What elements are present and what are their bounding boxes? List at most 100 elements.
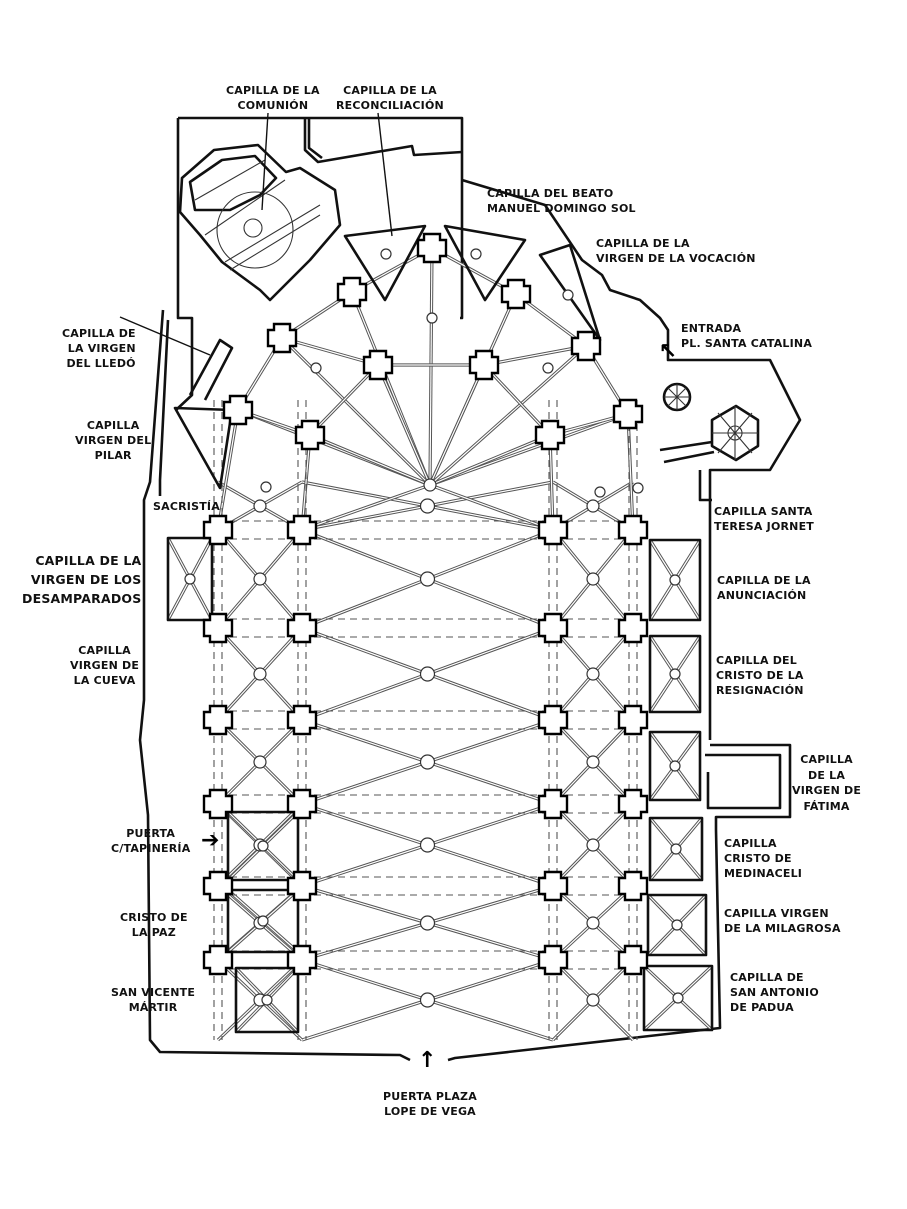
keystone	[586, 993, 600, 1007]
pier	[202, 870, 234, 902]
keystone	[562, 289, 574, 301]
label-capilla-pilar: CAPILLA VIRGEN DEL PILAR	[75, 418, 151, 463]
pier	[537, 612, 569, 644]
pier	[286, 704, 318, 736]
vault-rib-inner	[549, 434, 554, 531]
label-puerta-tapineria: PUERTA C/TAPINERÍA	[111, 826, 190, 856]
keystone	[586, 916, 600, 930]
label-capilla-resignacion: CAPILLA DEL CRISTO DE LA RESIGNACIÓN	[716, 653, 804, 698]
label-line: DE LA MILAGROSA	[724, 922, 841, 935]
piers	[202, 232, 649, 976]
vault-rib-inner	[429, 364, 485, 486]
keystone	[594, 486, 606, 498]
keystone	[419, 754, 436, 770]
keystone	[419, 666, 436, 682]
chapel-bay	[648, 538, 702, 622]
label-line: SAN ANTONIO	[730, 986, 819, 999]
label-line: DESAMPARADOS	[22, 591, 142, 606]
apse-chapel	[443, 224, 527, 302]
vault-rib-inner	[429, 413, 629, 486]
label-capilla-lledo: CAPILLA DE LA VIRGEN DEL LLEDÓ	[62, 326, 136, 371]
label-capilla-cueva: CAPILLA VIRGEN DE LA CUEVA	[70, 643, 139, 688]
keystone	[586, 838, 600, 852]
keystone	[253, 667, 267, 681]
vault-rib-inner	[217, 409, 239, 531]
chapel-bays	[166, 224, 714, 1034]
pier	[537, 514, 569, 546]
label-line: CAPILLA	[86, 419, 140, 432]
keystone	[419, 915, 436, 931]
label-line: CRISTO DE	[724, 852, 792, 865]
label-line: DEL LLEDÓ	[66, 357, 136, 370]
keystone	[253, 755, 267, 769]
label-line: CAPILLA DE	[730, 971, 804, 984]
chapel-bay	[226, 888, 300, 954]
keystone	[419, 571, 436, 587]
keystone	[423, 478, 437, 492]
label-line: DE PADUA	[730, 1001, 794, 1014]
keystone	[669, 760, 681, 772]
label-line: CAPILLA DEL BEATO	[487, 187, 614, 200]
label-capilla-desamparados: CAPILLA DE LA VIRGEN DE LOS DESAMPARADOS	[22, 551, 141, 608]
keystone	[632, 482, 644, 494]
keystone	[669, 668, 681, 680]
label-line: C/TAPINERÍA	[111, 842, 191, 855]
pier	[202, 612, 234, 644]
keystone	[670, 843, 682, 855]
label-line: CAPILLA DE LA	[226, 84, 320, 97]
label-line: LA CUEVA	[73, 674, 136, 687]
label-line: VIRGEN DEL	[75, 434, 152, 447]
keystone	[419, 837, 436, 853]
communion-chapel	[178, 143, 342, 401]
pier	[362, 349, 394, 381]
pier	[617, 944, 649, 976]
label-line: DE LA	[808, 768, 846, 782]
pier	[202, 704, 234, 736]
pier	[286, 788, 318, 820]
label-line: VIRGEN DE LOS	[30, 572, 142, 587]
pier	[286, 870, 318, 902]
vault-rib-inner	[281, 337, 431, 486]
stair-towers	[659, 382, 760, 464]
keystone	[426, 312, 438, 324]
label-line: CAPILLA	[724, 837, 777, 850]
label-line: CRISTO DE LA	[716, 669, 804, 682]
label-line: CAPILLA	[800, 753, 853, 766]
label-line: CAPILLA DEL	[716, 654, 797, 667]
label-line: PUERTA PLAZA	[383, 1090, 477, 1103]
vault-rib-inner	[429, 345, 587, 486]
vault-rib-inner	[281, 337, 379, 366]
keystone	[184, 573, 196, 585]
label-capilla-vocacion: CAPILLA DE LA VIRGEN DE LA VOCACIÓN	[596, 236, 756, 266]
label-capilla-reconciliacion: CAPILLA DE LA RECONCILIACIÓN	[336, 83, 444, 113]
label-line: PL. SANTA CATALINA	[681, 337, 813, 350]
vault-rib-inner	[429, 434, 551, 486]
pier	[537, 870, 569, 902]
keystone	[586, 572, 600, 586]
pier	[612, 398, 644, 430]
vault-ribs	[166, 246, 714, 1042]
vault-rib-inner	[301, 484, 431, 531]
keystone	[419, 992, 436, 1008]
vault-rib-inner	[377, 364, 431, 486]
pier	[500, 278, 532, 310]
outer-walls	[138, 116, 802, 1062]
label-line: VIRGEN DE LA VOCACIÓN	[596, 252, 756, 265]
leader-lines	[119, 112, 393, 356]
vault-rib-inner	[483, 345, 587, 366]
label-line: ENTRADA	[681, 322, 742, 335]
pier	[202, 514, 234, 546]
keystone	[253, 499, 267, 513]
pier	[286, 514, 318, 546]
label-san-vicente: SAN VICENTE MÁRTIR	[111, 985, 195, 1015]
chapel-bay	[234, 966, 300, 1034]
apse-chapel	[173, 406, 234, 490]
label-line: MEDINACELI	[724, 867, 803, 880]
label-line: CAPILLA DE LA	[35, 553, 142, 568]
label-capilla-padua: CAPILLA DE SAN ANTONIO DE PADUA	[730, 970, 819, 1015]
label-cristo-paz: CRISTO DE LA PAZ	[120, 910, 188, 940]
chapel-bay	[646, 893, 708, 957]
label-line: CRISTO DE	[120, 911, 188, 924]
keystone	[586, 667, 600, 681]
